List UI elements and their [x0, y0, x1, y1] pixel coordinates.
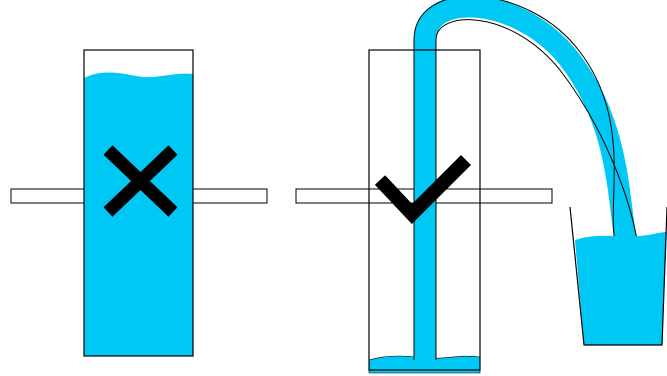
siphon-tube [414, 0, 637, 360]
right-container [368, 49, 481, 371]
cross-icon [103, 145, 178, 217]
check-icon [374, 155, 471, 225]
glass-water [575, 232, 667, 345]
siphon-tube-outline-outer [435, 19, 638, 360]
glass-outline [569, 206, 667, 346]
right-panel [295, 0, 667, 374]
left-container [83, 49, 194, 357]
left-container-water [84, 72, 193, 356]
left-panel [10, 49, 268, 357]
glass [569, 206, 667, 346]
siphon-tube-outline-inner [413, 0, 616, 360]
